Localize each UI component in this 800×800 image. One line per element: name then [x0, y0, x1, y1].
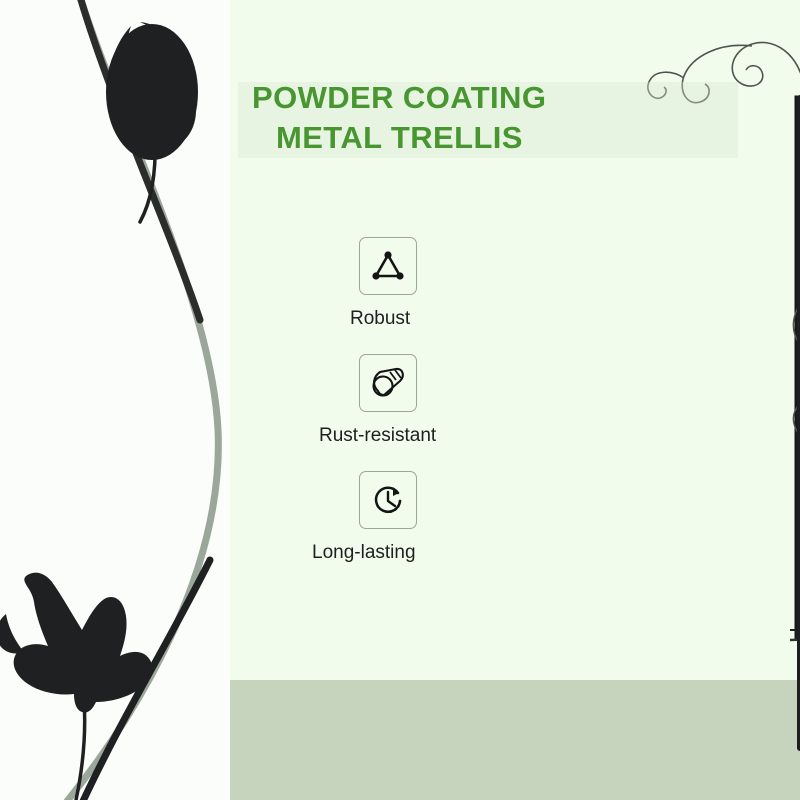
- clock-arrow-icon: [374, 486, 402, 514]
- triangle-truss-icon-box: [359, 237, 417, 295]
- left-decorative-panel: [0, 0, 230, 800]
- title-line-2: METAL TRELLIS: [276, 120, 523, 155]
- feature-item-robust: Robust: [310, 237, 610, 330]
- page-title: POWDER COATING METAL TRELLIS: [238, 78, 798, 158]
- title-line-1: POWDER COATING: [252, 80, 547, 115]
- triangle-truss-icon: [372, 251, 404, 280]
- feature-item-rust-resistant: Rust-resistant: [310, 354, 610, 447]
- title-highlight-band: [238, 82, 738, 158]
- clock-arrow-icon-box: [359, 471, 417, 529]
- feature-label-long-lasting: Long-lasting: [312, 542, 416, 563]
- content-panel: POWDER COATING METAL TRELLIS Robust: [230, 0, 800, 800]
- vine-stem-upper-dark: [77, 0, 204, 324]
- ivy-leaf-bottom: [0, 572, 153, 713]
- feature-label-rust-resistant: Rust-resistant: [319, 425, 437, 446]
- ivy-leaf-top: [106, 22, 198, 160]
- feature-list: Robust Rust-resistant: [310, 237, 610, 588]
- feature-item-long-lasting: Long-lasting: [310, 471, 610, 564]
- vine-decoration: [0, 0, 222, 800]
- trellis-panel-primary: [789, 95, 800, 642]
- ground-band: [230, 680, 800, 800]
- feature-label-robust: Robust: [350, 308, 411, 329]
- cylinder-tube-icon: [372, 367, 404, 397]
- cylinder-tube-icon-box: [359, 354, 417, 412]
